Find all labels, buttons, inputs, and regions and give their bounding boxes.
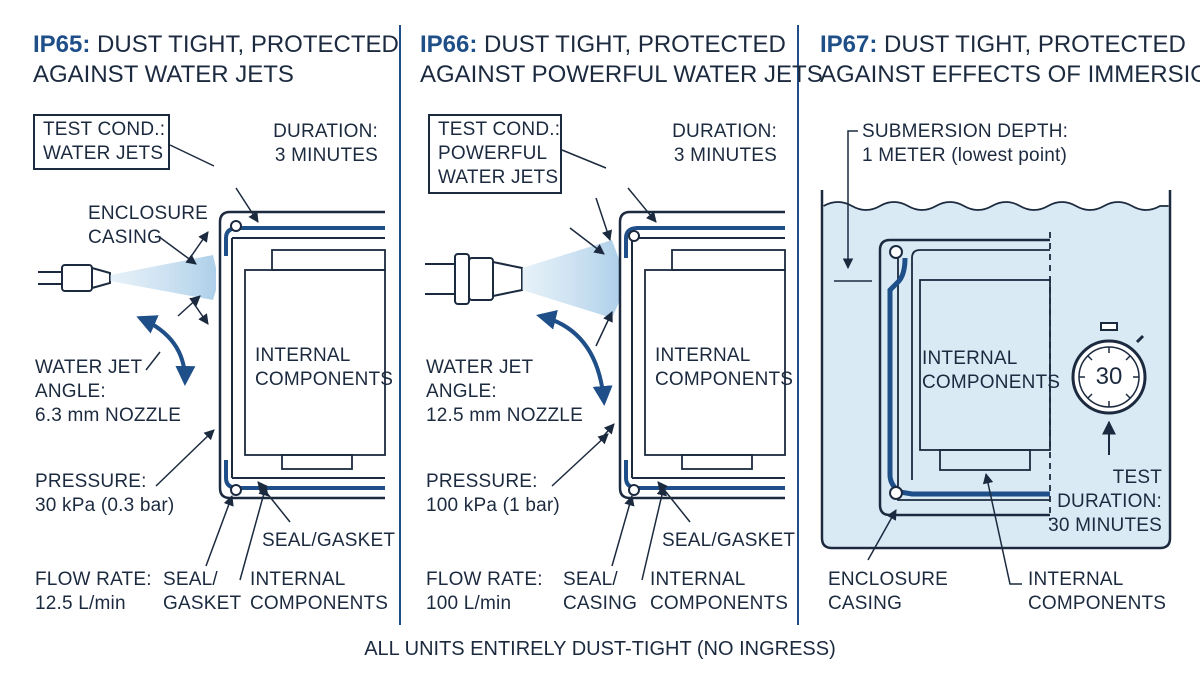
ip67-depth-arrow [842,130,858,270]
ip65-flow-rate-label: FLOW RATE: [35,569,152,590]
ip67-submersion-value: 1 METER (lowest point) [862,145,1068,166]
ip66-graphics [425,149,786,581]
ip67-title: IP67: DUST TIGHT, PROTECTED [820,30,1186,60]
ip66-test-cond-label: TEST COND.: [438,119,561,140]
ip67-bottom-internal-label: INTERNAL [1028,569,1124,590]
ip65-gasket-label: GASKET [163,593,242,614]
ip66-casing-label: CASING [563,593,638,614]
ip67-casing-label: CASING [828,593,903,614]
ip67-timer-value: 30 [1095,363,1123,390]
ip65-title-line2: AGAINST WATER JETS [33,61,294,88]
ip67-test-label: TEST [1112,467,1162,488]
ip65-angle-arrow-icon [136,315,196,386]
ip67-internal-label: INTERNAL [922,348,1018,369]
ip66-title-line2: AGAINST POWERFUL WATER JETS [420,61,823,88]
ip65-title-line1: DUST TIGHT, PROTECTED [97,31,399,58]
ip66-title-line1: DUST TIGHT, PROTECTED [484,31,786,58]
ip65-nozzle-label: 6.3 mm NOZZLE [35,405,182,426]
ip66-flow-rate-label: FLOW RATE: [426,569,543,590]
ip66-bottom-internal-label: INTERNAL [650,569,746,590]
ip65-duration-label: DURATION: [273,121,378,142]
ip66-duration-label: DURATION: [672,121,777,142]
ip66-bottom-components-label: COMPONENTS [650,593,789,614]
stopwatch-icon [1071,322,1147,415]
ip67-graphics [820,130,1172,585]
ip67-duration-value: 30 MINUTES [1048,515,1162,536]
ip65-test-cond-value: WATER JETS [43,143,164,164]
ip66-components-label: COMPONENTS [655,369,794,390]
ip66-angle-label: ANGLE: [426,381,497,402]
ip65-test-cond-leader [169,144,215,167]
ip66-angle-arrow-icon [536,310,613,406]
ip65-enclosure-label: ENCLOSURE [88,203,209,224]
ip67-components-label: COMPONENTS [922,372,1061,393]
ip66-title: IP66: DUST TIGHT, PROTECTED [420,30,786,60]
ip67-enclosure [878,232,1051,520]
ip65-nozzle-icon [38,264,111,292]
ip66-duration-value: 3 MINUTES [673,145,777,166]
ip67-water [823,202,1169,547]
ip66-internal-label: INTERNAL [655,345,751,366]
ip67-title-line1: DUST TIGHT, PROTECTED [884,31,1186,58]
ip65-flow-rate-value: 12.5 L/min [35,593,126,614]
ip66-water-jet [522,240,620,318]
ip67-bottom-components-label: COMPONENTS [1028,593,1167,614]
ip65-components-label: COMPONENTS [255,369,394,390]
ip65-test-cond-label: TEST COND.: [43,119,166,140]
ip67-water-tank [820,190,1172,550]
ip67-submersion-label: SUBMERSION DEPTH: [862,121,1069,142]
ip67-enclosure-label: ENCLOSURE [828,569,949,590]
ip65-seal-gasket-label: SEAL/GASKET [262,530,396,551]
ip65-pressure-label: PRESSURE: [35,471,147,492]
ip65-pressure-value: 30 kPa (0.3 bar) [35,495,175,516]
ip66-test-cond-box: TEST COND.: POWERFUL WATER JETS [428,114,562,194]
ip66-pressure-label: PRESSURE: [426,471,538,492]
ip67-duration-label: DURATION: [1057,491,1162,512]
ip66-nozzle-label: 12.5 mm NOZZLE [426,405,583,426]
ip65-code: IP65: [33,31,91,58]
ip66-code: IP66: [420,31,478,58]
ip67-code: IP67: [820,31,878,58]
ip65-bottom-components-label: COMPONENTS [250,593,389,614]
ip66-pressure-value: 100 kPa (1 bar) [426,495,560,516]
ip66-seal-label: SEAL/ [563,569,618,590]
ip65-casing-label: CASING [88,227,163,248]
ip66-enclosure [618,210,786,500]
ip65-water-jet [110,255,216,300]
ip65-test-cond-box: TEST COND.: WATER JETS [33,114,170,170]
ip65-enclosure [218,210,386,500]
ip65-internal-label: INTERNAL [255,345,351,366]
footer-note: ALL UNITS ENTIRELY DUST-TIGHT (NO INGRES… [364,638,836,660]
ip66-flow-rate-value: 100 L/min [426,593,512,614]
ip66-water-jet-label: WATER JET [426,357,534,378]
ip66-test-cond-value1: POWERFUL [438,143,548,164]
ip65-angle-label: ANGLE: [35,381,106,402]
ip65-water-jet-label: WATER JET [35,357,143,378]
ip66-seal-gasket-label: SEAL/GASKET [662,530,796,551]
ip65-bottom-internal-label: INTERNAL [250,569,346,590]
ip65-duration-value: 3 MINUTES [274,145,378,166]
ip66-nozzle-icon [425,253,523,305]
ip67-title-line2: AGAINST EFFECTS OF IMMERSION [820,61,1200,88]
ip66-test-cond-value2: WATER JETS [438,167,559,188]
ip65-title: IP65: DUST TIGHT, PROTECTED [33,30,399,60]
ip65-graphics [38,144,386,581]
ip65-seal-label: SEAL/ [163,569,218,590]
